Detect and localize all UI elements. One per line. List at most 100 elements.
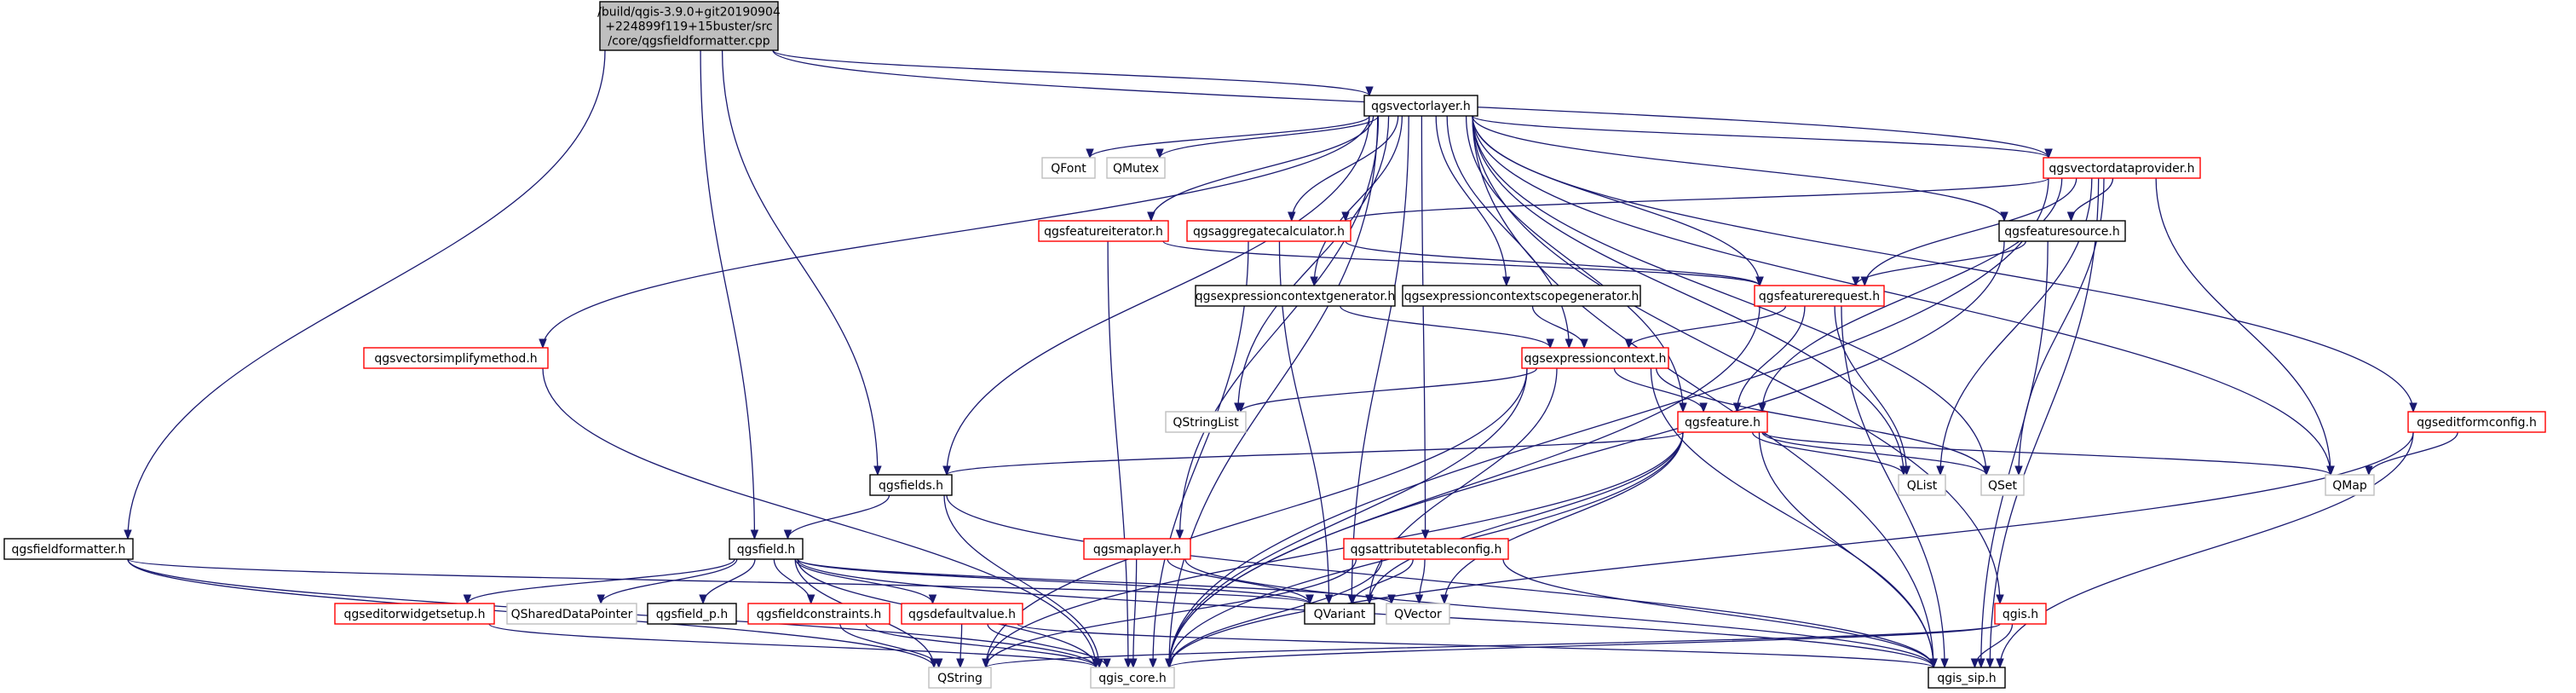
- edge-qgsvectorlayer_h-to-qgsvectorsimplifymethod_h: [542, 115, 1370, 349]
- node-qgsfields-h[interactable]: qgsfields.h: [869, 474, 953, 496]
- node-qfont-label: QFont: [1051, 162, 1086, 176]
- node-qgsfieldformatter-h[interactable]: qgsfieldformatter.h: [3, 538, 134, 560]
- edge-arrowhead: [1086, 148, 1094, 159]
- node-qgsfeaturerequest-h[interactable]: qgsfeaturerequest.h: [1754, 285, 1885, 307]
- node-label-line: qgseditorwidgetsetup.h: [344, 608, 486, 621]
- node-qfont[interactable]: QFont: [1041, 157, 1096, 179]
- node-label-line: qgseditformconfig.h: [2417, 416, 2537, 430]
- node-qgsexpressioncontextgenerator-h[interactable]: qgsexpressioncontextgenerator.h: [1195, 285, 1396, 307]
- edge-qgsvectorlayer_h-to-QList: [1472, 115, 1905, 476]
- node-qgsvectordataprovider-h[interactable]: qgsvectordataprovider.h: [2043, 157, 2201, 179]
- edge-arrowhead: [1092, 658, 1100, 669]
- node-label-line: qgis_sip.h: [1937, 672, 1996, 685]
- edge-arrowhead: [1852, 276, 1860, 287]
- node-qmutex[interactable]: QMutex: [1106, 157, 1166, 179]
- node-qstringlist-box: [1165, 411, 1247, 433]
- node-qvector[interactable]: QVector: [1386, 603, 1450, 625]
- node-qstringlist[interactable]: QStringList: [1165, 411, 1247, 433]
- edge-qgsfield_h-to-qgsdefaultvalue_h: [794, 558, 934, 604]
- node-qgsfeature-h-label: qgsfeature.h: [1685, 416, 1761, 430]
- edge-qgsdefaultvalue_h-to-qgis_core_h: [987, 623, 1108, 668]
- edge-arrowhead: [1415, 594, 1424, 605]
- edge-qgsvectorlayer_h-to-qgsfeature_h: [1465, 115, 1684, 413]
- edge-qgsattributetableconfig_h-to-QString: [985, 558, 1357, 668]
- edge-arrowhead: [1982, 465, 1991, 476]
- node-label-line: /core/qgsfieldformatter.cpp: [608, 35, 769, 49]
- node-qgis-h-box: [1994, 603, 2047, 625]
- node-qshareddatapointer-box: [506, 603, 637, 625]
- node-qgis-sip-h[interactable]: qgis_sip.h: [1928, 667, 2006, 689]
- edge-qgsfeature_h-to-QVector: [1444, 431, 1684, 604]
- edge-arrowhead: [1899, 465, 1908, 476]
- edge-qgsvectorlayer_h-to-QSet: [1472, 115, 1987, 476]
- node-qgsfieldconstraints-h[interactable]: qgsfieldconstraints.h: [747, 603, 890, 625]
- edge-qgsvectorlayer_h-to-QVariant: [1351, 115, 1409, 604]
- node-qmap[interactable]: QMap: [2325, 474, 2375, 496]
- edge-qgsvectorlayer_h-to-qgis_core_h: [1168, 115, 1379, 668]
- node-qgsfield-p-h-box: [647, 603, 737, 625]
- node-qshareddatapointer[interactable]: QSharedDataPointer: [506, 603, 637, 625]
- edge-root-to-qgsfield_h: [700, 49, 756, 540]
- edge-qgsfieldconstraints_h-to-QString: [839, 623, 940, 668]
- edge-qgsaggregatecalculator_h-to-qgis_core_h: [1152, 240, 1249, 668]
- edge-qgsvectorlayer_h-to-qgsfeatureiterator_h: [1150, 115, 1374, 222]
- node-qgsfieldformatter-h-box: [3, 538, 134, 560]
- node-qset[interactable]: QSet: [1980, 474, 2025, 496]
- node-qgsvectorlayer-h-label: qgsvectorlayer.h: [1371, 100, 1471, 113]
- node-qgis-h[interactable]: qgis.h: [1994, 603, 2047, 625]
- node-qgsvectorlayer-h[interactable]: qgsvectorlayer.h: [1363, 95, 1478, 117]
- edge-arrowhead: [1124, 658, 1132, 669]
- node-qgsfield-p-h[interactable]: qgsfield_p.h: [647, 603, 737, 625]
- edge-arrowhead: [1165, 658, 1173, 669]
- node-qgsvectordataprovider-h-box: [2043, 157, 2201, 179]
- node-qstring[interactable]: QString: [928, 667, 992, 689]
- node-qgsexpressioncontextscopegenerator-h[interactable]: qgsexpressioncontextscopegenerator.h: [1402, 285, 1641, 307]
- node-qgsfieldconstraints-h-box: [747, 603, 890, 625]
- node-qgsfeature-h[interactable]: qgsfeature.h: [1677, 411, 1768, 433]
- edge-qgsfeaturerequest_h-to-qgsfeature_h: [1736, 305, 1806, 413]
- node-qgsvectorsimplifymethod-h[interactable]: qgsvectorsimplifymethod.h: [363, 347, 549, 369]
- node-qgseditorwidgetsetup-h-label: qgseditorwidgetsetup.h: [344, 608, 486, 621]
- edge-qgsmaplayer_h-to-qgis_core_h: [1132, 558, 1138, 668]
- edge-arrowhead: [1365, 86, 1374, 97]
- node-qgsfeatureiterator-h[interactable]: qgsfeatureiterator.h: [1038, 220, 1169, 242]
- node-qgis-sip-h-label: qgis_sip.h: [1937, 672, 1996, 685]
- edge-arrowhead: [1103, 658, 1111, 669]
- node-qgseditformconfig-h[interactable]: qgseditformconfig.h: [2407, 411, 2546, 433]
- edge-qgsexpressioncontext_h-to-QStringList: [1240, 367, 1538, 413]
- edge-arrowhead: [1679, 402, 1687, 413]
- node-qgsattributetableconfig-h[interactable]: qgsattributetableconfig.h: [1343, 538, 1509, 560]
- edge-arrowhead: [1970, 658, 1980, 669]
- node-qgsdefaultvalue-h-box: [901, 603, 1023, 625]
- node-qgsaggregatecalculator-h-box: [1186, 220, 1351, 242]
- node-qmutex-label: QMutex: [1113, 162, 1159, 176]
- edge-qgsexpressioncontextgenerator_h-to-qgsexpressioncontext_h: [1340, 305, 1551, 349]
- node-qgsmaplayer-h[interactable]: qgsmaplayer.h: [1083, 538, 1191, 560]
- edge-arrowhead: [934, 658, 943, 669]
- node-qgsdefaultvalue-h[interactable]: qgsdefaultvalue.h: [901, 603, 1023, 625]
- node-label-line: QMap: [2332, 479, 2367, 493]
- node-qgsfield-h[interactable]: qgsfield.h: [729, 538, 804, 560]
- node-qgsvectordataprovider-h-label: qgsvectordataprovider.h: [2049, 162, 2194, 176]
- edge-qgsvectorlayer_h-to-qgsfields_h: [946, 115, 1370, 476]
- edge-arrowhead: [539, 338, 547, 349]
- edge-arrowhead: [1147, 211, 1155, 222]
- node-qgsexpressioncontext-h[interactable]: qgsexpressioncontext.h: [1521, 347, 1669, 369]
- node-root[interactable]: /build/qgis-3.9.0+git20190904+224899f119…: [597, 1, 781, 51]
- node-qvariant[interactable]: QVariant: [1304, 603, 1375, 625]
- node-qgis-core-h[interactable]: qgis_core.h: [1090, 667, 1175, 689]
- node-qgseditorwidgetsetup-h[interactable]: qgseditorwidgetsetup.h: [334, 603, 495, 625]
- edge-arrowhead: [1755, 276, 1764, 287]
- node-qlist[interactable]: QList: [1898, 474, 1946, 496]
- edge-qgsexpressioncontext_h-to-QVariant: [1369, 367, 1558, 604]
- node-label-line: QVector: [1394, 608, 1442, 621]
- node-qgseditformconfig-h-box: [2407, 411, 2546, 433]
- node-qgsfeaturesource-h[interactable]: qgsfeaturesource.h: [1998, 220, 2126, 242]
- edge-arrowhead: [1985, 658, 1995, 669]
- edge-qgsfeaturesource_h-to-qgsfeaturerequest_h: [1855, 240, 2026, 286]
- node-qgsexpressioncontextgenerator-h-label: qgsexpressioncontextgenerator.h: [1196, 290, 1396, 303]
- edge-arrowhead: [1929, 658, 1938, 669]
- node-qgsaggregatecalculator-h[interactable]: qgsaggregatecalculator.h: [1186, 220, 1351, 242]
- node-qgsvectorsimplifymethod-h-box: [363, 347, 549, 369]
